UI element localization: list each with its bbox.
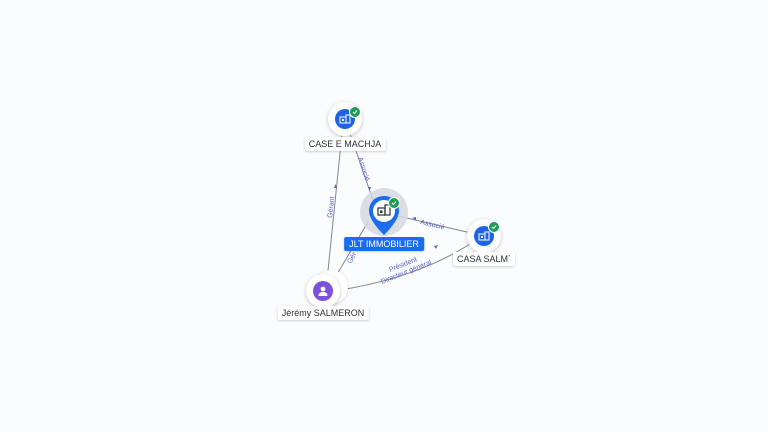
edge-person-case-machja (325, 123, 344, 291)
building-icon (377, 204, 391, 216)
person-node-core (313, 281, 333, 301)
building-icon (339, 114, 351, 124)
arrow-person-case-machja (334, 184, 337, 188)
verified-check-icon (388, 197, 400, 209)
arrow-case-machja-jlt (368, 187, 371, 191)
node-label-case-machja[interactable]: CASE E MACHJA (304, 137, 386, 151)
building-icon (478, 231, 490, 241)
user-icon (318, 286, 328, 296)
arrow-casa-salm-jlt (412, 217, 416, 220)
arrow-person-casa-salm (434, 245, 438, 249)
node-label-jlt-immobilier[interactable]: JLT IMMOBILIER (344, 237, 424, 251)
verified-check-icon (349, 106, 361, 118)
node-label-person[interactable]: Jérémy SALMERON (277, 306, 369, 320)
edge-label-associe-top: Associé (356, 156, 370, 182)
edge-label-associe-right: Associé (420, 219, 446, 231)
edge-label-gerant: Gérant (327, 196, 336, 218)
node-label-casa-salm[interactable]: CASA SALM` (452, 252, 516, 266)
edge-label-gerant-short: Gér (347, 251, 359, 265)
verified-check-icon (488, 221, 500, 233)
